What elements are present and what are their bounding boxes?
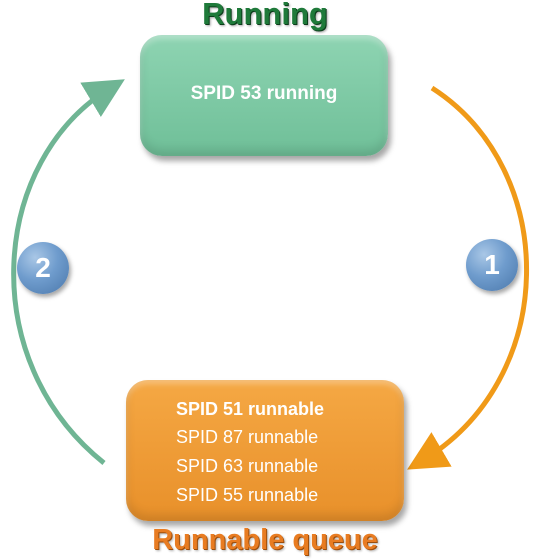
running-box: SPID 53 running — [140, 35, 388, 156]
arrow-to-running — [11, 79, 125, 465]
queue-item: SPID 63 runnable — [176, 456, 319, 476]
step-2-badge: 2 — [17, 242, 69, 294]
running-title: Running — [202, 0, 328, 31]
running-process: SPID 53 running — [190, 83, 338, 104]
step-1-badge: 1 — [466, 239, 518, 291]
runnable-queue-title: Runnable queue — [152, 524, 378, 556]
queue-item: SPID 87 runnable — [176, 427, 319, 447]
runnable-queue-box: SPID 51 runnable SPID 87 runnable SPID 6… — [126, 380, 404, 521]
queue-item: SPID 51 runnable — [176, 399, 325, 419]
queue-item: SPID 55 runnable — [176, 485, 319, 505]
arrow-to-queue — [407, 85, 530, 470]
